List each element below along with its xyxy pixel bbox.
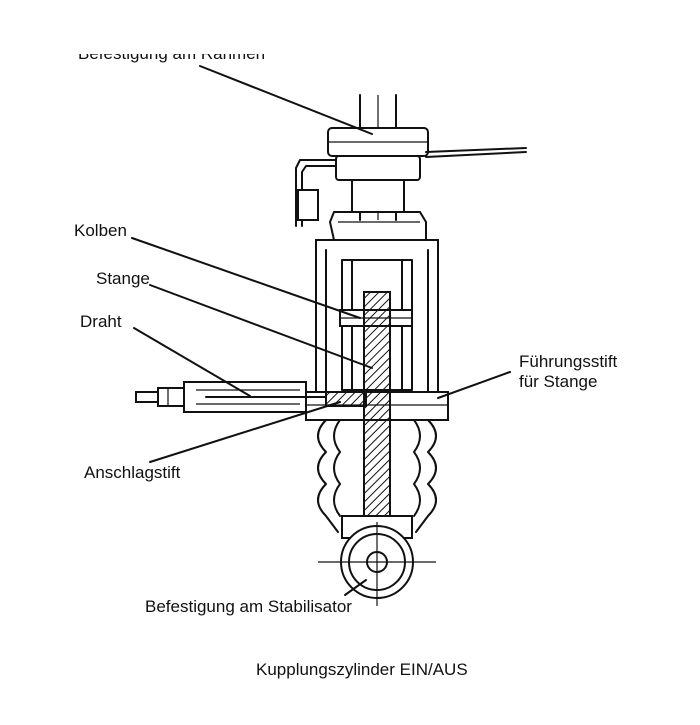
label-guide-pin: Führungsstift für Stange [519,352,617,392]
frame-mount [295,127,527,227]
leader-guide-pin [437,371,511,399]
label-piston: Kolben [74,221,127,240]
stabilizer-eye [318,522,436,606]
leader-piston [131,237,361,319]
diagram-caption: Kupplungszylinder EIN/AUS [256,660,468,679]
label-stabilizer-mount: Befestigung am Stabilisator [145,597,352,616]
rod [363,291,391,543]
label-stop-pin: Anschlagstift [84,463,181,482]
label-wire: Draht [80,312,122,331]
wire-housing [135,381,327,413]
leader-stabilizer [344,579,367,596]
label-guide-pin-line2: für Stange [519,372,598,391]
leader-rod [149,284,373,369]
label-top-mount: Befestigung am Rahmen [78,44,266,63]
leader-top-mount [199,65,373,135]
leader-wire [133,327,251,397]
label-rod: Stange [96,269,150,288]
leader-lines [131,65,511,596]
leader-stop-pin [149,401,341,463]
label-guide-pin-line1: Führungsstift [519,352,618,371]
